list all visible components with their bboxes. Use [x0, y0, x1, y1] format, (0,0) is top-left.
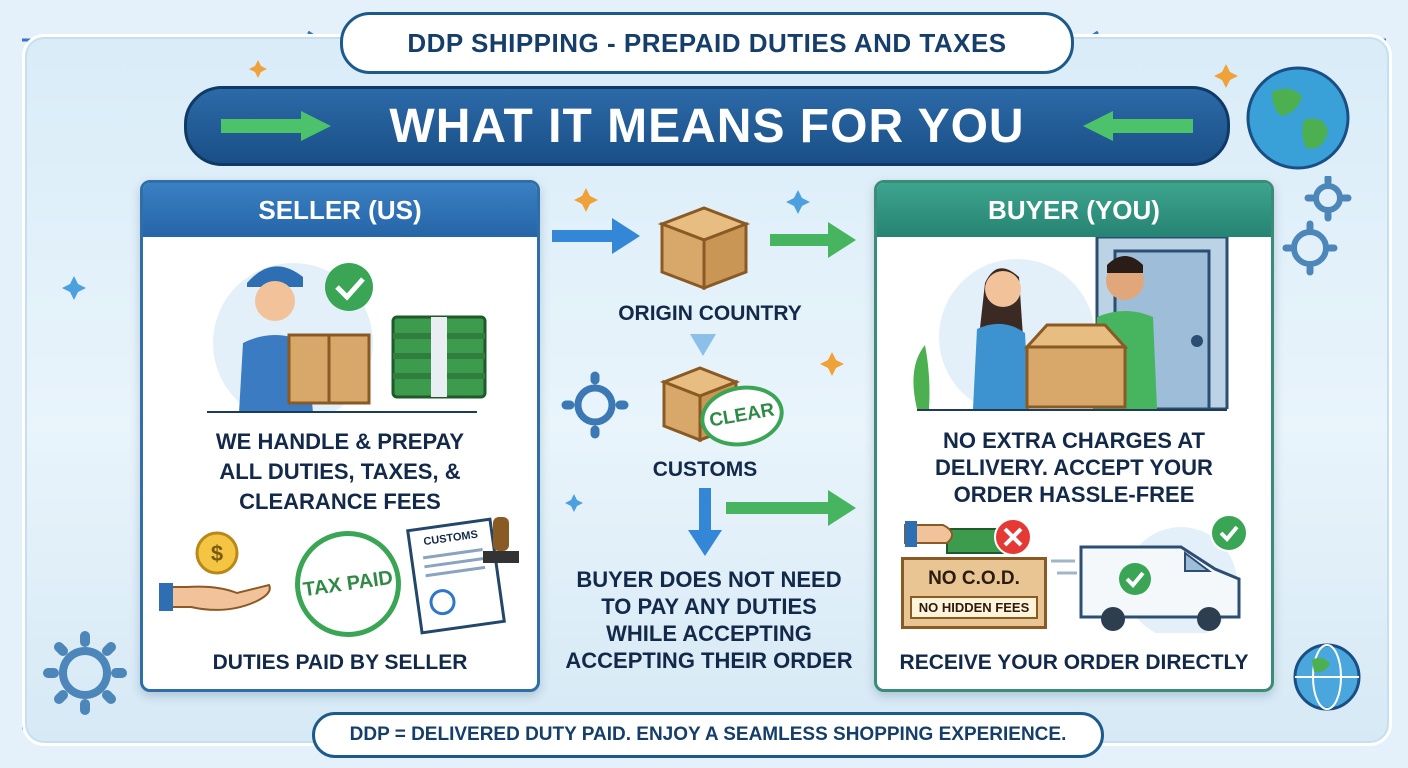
left-arrow-icon — [1083, 111, 1193, 141]
small-globe-icon — [1293, 643, 1361, 711]
buyer-description-line: ORDER HASSLE-FREE — [953, 482, 1195, 507]
tax-paid-stamp-text: TAX PAID — [301, 566, 395, 601]
gears-icon — [1282, 176, 1352, 276]
top-title: DDP SHIPPING - PREPAID DUTIES AND TAXES — [407, 27, 1007, 58]
no-hidden-fees-text: NO HIDDEN FEES — [910, 596, 1038, 619]
buyer-description-line: NO EXTRA CHARGES AT — [943, 428, 1205, 453]
hand-coin-icon: $ — [159, 531, 271, 611]
flow-note-line: BUYER DOES NOT NEED — [576, 567, 842, 592]
top-title-pill: DDP SHIPPING - PREPAID DUTIES AND TAXES — [340, 12, 1074, 74]
svg-text:$: $ — [211, 541, 223, 566]
buyer-panel-header: BUYER (YOU) — [877, 183, 1271, 237]
seller-footer: DUTIES PAID BY SELLER — [212, 651, 468, 674]
seller-panel: SELLER (US) WE HANDLE & PREPAY ALL DUTIE… — [140, 180, 540, 692]
buyer-footer: RECEIVE YOUR ORDER DIRECTLY — [899, 651, 1249, 674]
money-handoff-icon — [904, 521, 1004, 554]
buyers-receiving-package-illustration — [913, 237, 1229, 409]
seller-divider — [207, 411, 477, 413]
seller-description-line: WE HANDLE & PREPAY — [215, 429, 465, 454]
gear-icon — [561, 371, 629, 439]
origin-country-label: ORIGIN COUNTRY — [618, 302, 802, 325]
seller-title: SELLER (US) — [258, 194, 422, 225]
tax-paid-stamp: TAX PAID — [288, 524, 408, 644]
rubber-stamp-icon — [483, 517, 519, 563]
no-cod-text: NO C.O.D. — [928, 568, 1020, 589]
seller-description-line: ALL DUTIES, TAXES, & — [219, 459, 461, 484]
buyer-panel: BUYER (YOU) NO EXTRA CHARGES AT DELIVERY… — [874, 180, 1274, 692]
seller-description: WE HANDLE & PREPAY ALL DUTIES, TAXES, & … — [143, 427, 537, 517]
down-arrow-blue-icon — [688, 488, 722, 556]
x-circle-icon — [994, 518, 1032, 556]
flow-arrow-right-green-icon — [770, 222, 856, 258]
flow-note-line: WHILE ACCEPTING — [606, 621, 812, 646]
flow-arrow-right-green-icon — [726, 490, 856, 526]
customs-label: CUSTOMS — [652, 458, 758, 481]
main-banner: WHAT IT MEANS FOR YOU — [184, 86, 1230, 166]
banner-title: WHAT IT MEANS FOR YOU — [389, 99, 1025, 153]
flow-arrow-right-icon — [552, 218, 640, 254]
flow-note-line: TO PAY ANY DUTIES — [601, 594, 817, 619]
globe-icon — [1246, 66, 1350, 170]
seller-panel-header: SELLER (US) — [143, 183, 537, 237]
down-arrow-icon — [690, 334, 716, 356]
package-icon — [657, 206, 751, 291]
flow-note: BUYER DOES NOT NEED TO PAY ANY DUTIES WH… — [548, 566, 870, 674]
clear-stamp-text: CLEAR — [707, 399, 776, 432]
delivery-person-illustration — [213, 263, 487, 413]
buyer-title: BUYER (YOU) — [988, 194, 1160, 225]
right-arrow-icon — [221, 111, 331, 141]
seller-description-line: CLEARANCE FEES — [239, 489, 441, 514]
delivery-van-illustration — [1051, 514, 1248, 633]
buyer-description-line: DELIVERY. ACCEPT YOUR — [935, 455, 1213, 480]
footer-text: DDP = DELIVERED DUTY PAID. ENJOY A SEAML… — [349, 724, 1067, 745]
flow-note-line: ACCEPTING THEIR ORDER — [565, 648, 853, 673]
buyer-description: NO EXTRA CHARGES AT DELIVERY. ACCEPT YOU… — [877, 427, 1271, 508]
footer-pill: DDP = DELIVERED DUTY PAID. ENJOY A SEAML… — [312, 712, 1104, 758]
gear-icon — [43, 631, 127, 715]
buyer-divider — [917, 409, 1227, 411]
no-cod-sign: NO C.O.D. NO HIDDEN FEES — [901, 557, 1047, 629]
